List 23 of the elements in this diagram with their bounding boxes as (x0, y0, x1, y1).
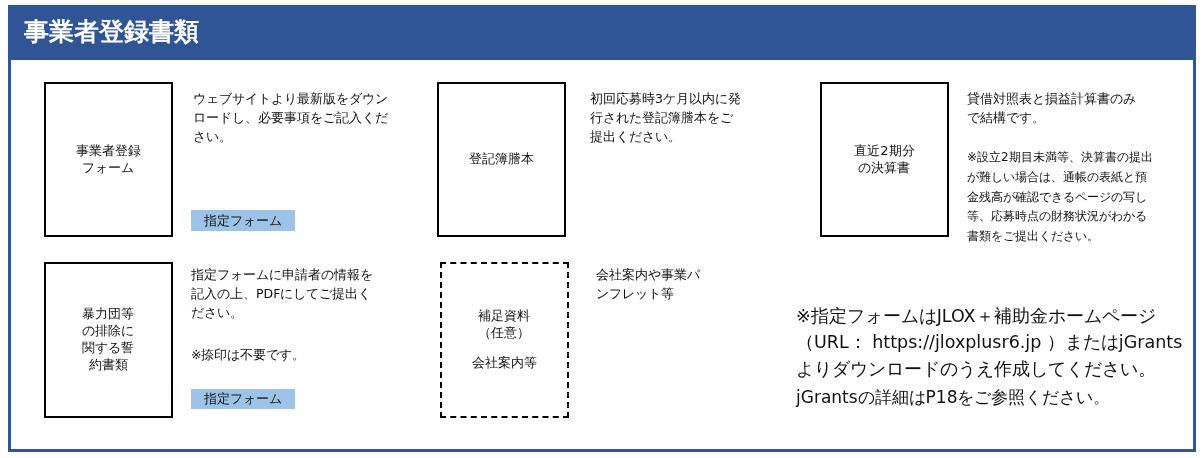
box-label: 補足資料（任意） (477, 307, 532, 342)
description-text: ※設立2期目未満等、決算書の提出が難しい場合は、通帳の表紙と預金残高が確認できるページの写し等、応募時点の財務状況がわかる書類をご提出ください。 (967, 149, 1154, 246)
description-text: 指定フォームに申請者の情報を記入の上、PDFにしてご提出ください。 (191, 266, 374, 322)
description-text: ウェブサイトより最新版をダウンロードし、必要事項をご記入ください。 (193, 90, 389, 146)
document-box (437, 82, 566, 237)
document-box (44, 82, 173, 237)
box-label: 会社案内等 (471, 355, 538, 373)
title-bar: 事業者登録書類 (8, 5, 1196, 60)
document-box (44, 262, 173, 418)
box-label: 暴力団等の排除に関する誓約書類 (81, 306, 136, 374)
box-label: 事業者登録フォーム (75, 142, 142, 177)
description-text: 会社案内や事業パンフレット等 (596, 266, 701, 303)
box-label: 直近2期分の決算書 (853, 142, 916, 177)
box-label: 登記簿謄本 (468, 151, 535, 168)
document-box (820, 82, 949, 237)
description-text: 初回応募時3ケ月以内に発行された登記簿謄本をご提出ください。 (590, 90, 742, 146)
form-tag: 指定フォーム (191, 210, 295, 231)
note-text: jGrantsの詳細はP18をご参照ください。 (796, 386, 1112, 409)
description-text: ※捺印は不要です。 (191, 346, 307, 364)
form-tag: 指定フォーム (191, 389, 295, 409)
note-text: ※指定フォームはJLOX＋補助金ホームページ（URL： https://jloxplusr6.jp ）またはjGrants よりダウンロードのうえ作成してください。 (796, 305, 1184, 381)
document-box (440, 262, 569, 418)
description-text: 貸借対照表と損益計算書のみで結構です。 (967, 90, 1137, 127)
